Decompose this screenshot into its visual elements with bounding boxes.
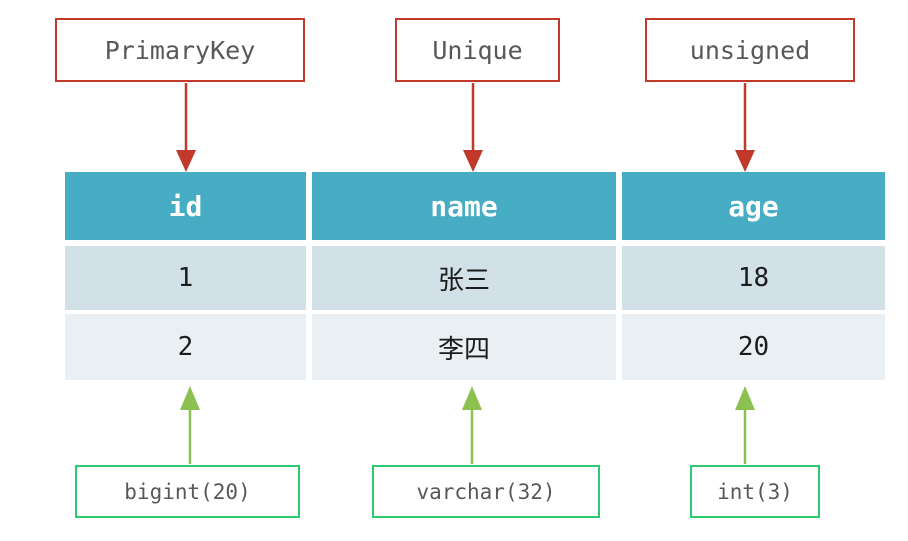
datatype-box-bigint: bigint(20) (75, 465, 300, 518)
cell-name-row2: 李四 (312, 314, 616, 380)
constraint-label-unique: Unique (432, 35, 523, 65)
datatype-arrow-bigint (180, 386, 200, 464)
constraint-arrow-unique (463, 83, 483, 172)
datatype-label-bigint: bigint(20) (124, 479, 251, 504)
table-header-row: id name age (65, 172, 885, 240)
cell-id-row2: 2 (65, 314, 306, 380)
constraint-label-primarykey: PrimaryKey (104, 35, 256, 65)
datatype-box-int: int(3) (690, 465, 820, 518)
cell-id-row1: 1 (65, 246, 306, 310)
constraint-arrow-unsigned (735, 83, 755, 172)
constraint-box-unique: Unique (395, 18, 560, 82)
table-row: 2 李四 20 (65, 314, 885, 380)
constraint-box-unsigned: unsigned (645, 18, 855, 82)
cell-name-row1: 张三 (312, 246, 616, 310)
constraint-arrow-primarykey (176, 83, 196, 172)
datatype-label-int: int(3) (717, 479, 793, 504)
table-row: 1 张三 18 (65, 246, 885, 310)
column-header-name: name (312, 172, 616, 240)
database-table: id name age 1 张三 18 2 李四 20 (65, 172, 885, 380)
column-header-id: id (65, 172, 306, 240)
constraint-label-unsigned: unsigned (689, 35, 811, 65)
column-header-age: age (622, 172, 885, 240)
cell-age-row2: 20 (622, 314, 885, 380)
datatype-box-varchar: varchar(32) (372, 465, 600, 518)
datatype-label-varchar: varchar(32) (416, 479, 556, 504)
datatype-arrow-int (735, 386, 755, 464)
datatype-arrow-varchar (462, 386, 482, 464)
constraint-box-primarykey: PrimaryKey (55, 18, 305, 82)
cell-age-row1: 18 (622, 246, 885, 310)
